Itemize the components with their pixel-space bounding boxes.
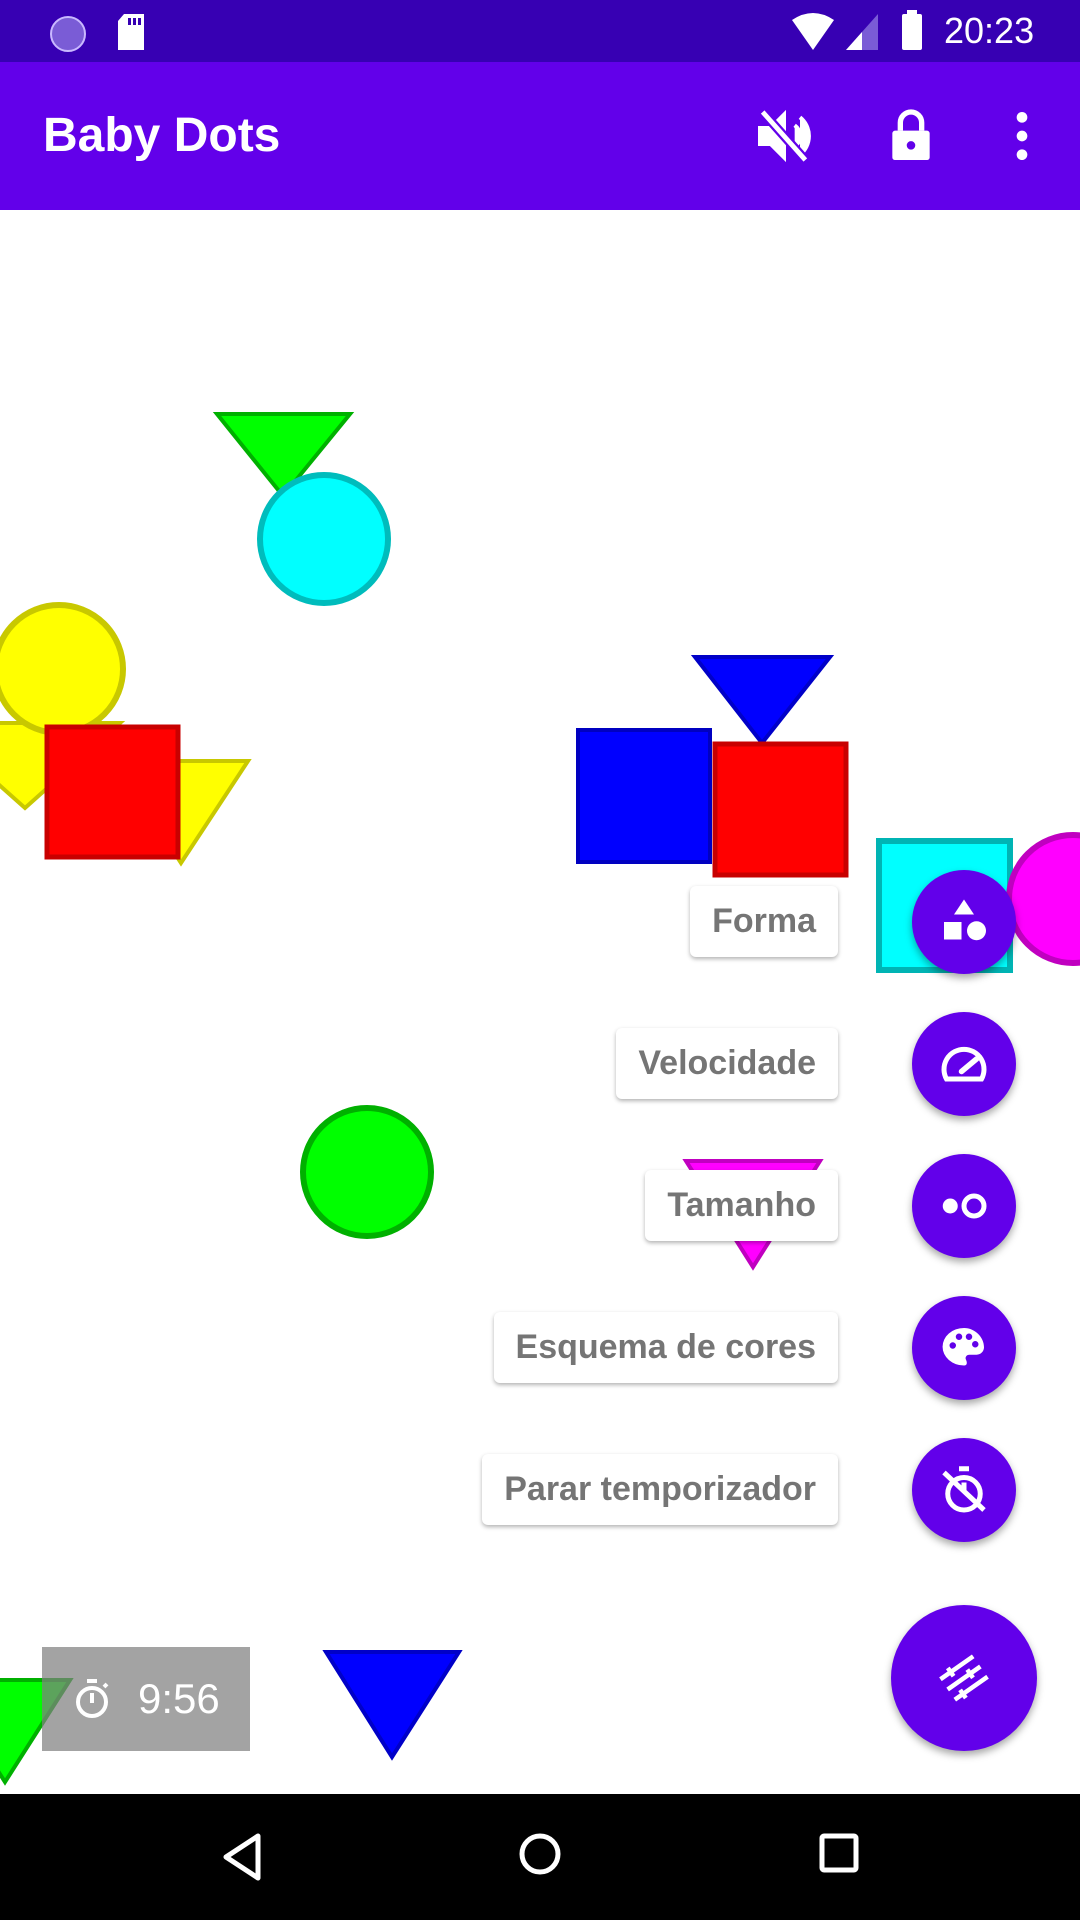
navigation-bar <box>0 1794 1080 1920</box>
drawing-canvas[interactable]: Forma Velocidade Tamanho Esquema de core… <box>0 210 1080 1794</box>
recents-icon[interactable] <box>816 1830 864 1878</box>
home-icon[interactable] <box>516 1830 564 1878</box>
circle-shape <box>300 1105 434 1239</box>
palette-icon <box>942 1328 984 1366</box>
settings-fab[interactable] <box>891 1605 1037 1751</box>
menu-label-shape[interactable]: Forma <box>690 886 838 957</box>
square-shape <box>712 741 849 878</box>
status-bar: 20:23 <box>0 0 1080 62</box>
timer-icon <box>76 1679 109 1718</box>
tune-icon <box>939 1654 989 1702</box>
size-button[interactable] <box>912 1154 1016 1258</box>
battery-icon <box>902 10 922 50</box>
square-shape <box>576 728 712 864</box>
size-icon <box>942 1193 987 1219</box>
mute-icon[interactable] <box>752 104 816 168</box>
stop-timer-button[interactable] <box>912 1438 1016 1542</box>
circle-shape <box>0 602 126 736</box>
shapes-layer <box>0 412 1080 1786</box>
sd-card-icon <box>118 14 144 50</box>
sync-icon <box>50 16 86 52</box>
triangle-shape <box>322 1650 463 1761</box>
triangle-shape <box>690 655 835 747</box>
status-time: 20:23 <box>944 10 1035 51</box>
timer-value: 9:56 <box>138 1675 220 1722</box>
menu-label-stop-timer[interactable]: Parar temporizador <box>482 1454 838 1525</box>
menu-label-size[interactable]: Tamanho <box>645 1170 838 1241</box>
timer-display: 9:56 <box>42 1647 250 1751</box>
back-icon[interactable] <box>218 1830 266 1884</box>
lock-icon[interactable] <box>879 104 943 168</box>
app-title: Baby Dots <box>43 109 281 162</box>
square-shape <box>44 724 181 860</box>
more-vert-icon[interactable] <box>990 104 1054 168</box>
circle-shape <box>1006 832 1080 966</box>
triangle-shape <box>212 412 355 500</box>
signal-icon <box>846 14 878 50</box>
speedometer-icon <box>941 1046 987 1082</box>
menu-label-speed[interactable]: Velocidade <box>616 1028 838 1099</box>
menu-label-color-scheme[interactable]: Esquema de cores <box>493 1312 838 1383</box>
timer-off-icon <box>942 1466 986 1513</box>
speed-button[interactable] <box>912 1012 1016 1116</box>
shape-button[interactable] <box>912 870 1016 974</box>
shapes-icon <box>944 899 986 941</box>
color-scheme-button[interactable] <box>912 1296 1016 1400</box>
wifi-icon <box>792 13 834 50</box>
circle-shape <box>257 472 391 606</box>
app-bar: Baby Dots <box>0 62 1080 210</box>
